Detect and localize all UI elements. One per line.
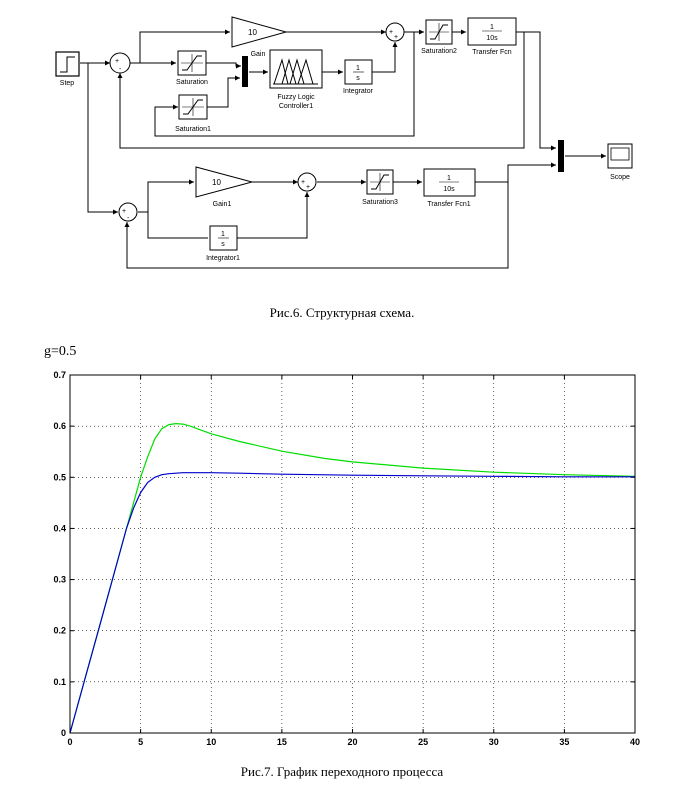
transfer-fcn1-label: Transfer Fcn1 <box>427 201 470 208</box>
x-tick-label: 25 <box>418 737 428 747</box>
y-tick-label: 0.2 <box>53 626 66 636</box>
saturation-label: Saturation <box>176 79 208 86</box>
plot-frame <box>69 374 636 734</box>
integrator-label: Integrator <box>343 88 374 95</box>
fuzzy-label-line1: Fuzzy Logic <box>277 94 315 101</box>
x-tick-label: 10 <box>206 737 216 747</box>
y-tick-label: 0 <box>61 728 66 738</box>
svg-text:-: - <box>119 66 122 73</box>
transfer-fcn1-block[interactable]: 1 10s <box>423 168 476 197</box>
y-tick-label: 0.1 <box>53 677 66 687</box>
gain1-label: Gain1 <box>213 201 232 208</box>
svg-text:s: s <box>356 75 360 82</box>
figure7-caption: Рис.7. График переходного процесса <box>240 764 444 779</box>
sum-block[interactable]: + - <box>109 52 131 74</box>
series-line-2 <box>69 472 635 734</box>
transfer-fcn-block[interactable]: 1 10s <box>467 17 517 46</box>
svg-text:+: + <box>122 208 126 215</box>
svg-text:10s: 10s <box>443 186 455 193</box>
fuzzy-label-line2: Controller1 <box>279 103 313 110</box>
mux2-block[interactable] <box>558 140 564 172</box>
y-tick-label: 0.6 <box>53 421 66 431</box>
x-tick-label: 5 <box>138 737 143 747</box>
scope-block[interactable] <box>607 143 633 169</box>
svg-text:1: 1 <box>221 231 225 238</box>
svg-text:1: 1 <box>447 175 451 182</box>
saturation-block[interactable] <box>177 50 207 76</box>
gain1-value: 10 <box>212 178 221 187</box>
x-tick-label: 0 <box>67 737 72 747</box>
fuzzy-logic-block[interactable] <box>269 49 323 89</box>
x-tick-label: 30 <box>489 737 499 747</box>
svg-text:+: + <box>394 34 398 41</box>
g-value-label: g=0.5 <box>44 344 77 359</box>
plot-area <box>70 375 635 733</box>
transient-chart: 0 5 10 15 20 25 30 35 40 0 0.1 0.2 0.3 0.4 0.5 0.6 0.7 <box>53 370 640 747</box>
svg-text:-: - <box>127 215 130 222</box>
gain-value: 10 <box>248 28 257 37</box>
saturation3-block[interactable] <box>366 169 394 195</box>
integrator1-block[interactable]: 1 s <box>209 225 238 251</box>
transfer-fcn-label: Transfer Fcn <box>472 49 512 56</box>
x-tick-label: 20 <box>347 737 357 747</box>
figure6-caption: Рис.6. Структурная схема. <box>269 305 415 320</box>
gain-label: Gain <box>251 51 266 58</box>
integrator1-label: Integrator1 <box>206 255 240 262</box>
y-tick-label: 0.7 <box>53 370 66 380</box>
svg-text:s: s <box>221 241 225 248</box>
gain1-block[interactable]: 10 <box>195 166 254 198</box>
x-tick-label: 35 <box>559 737 569 747</box>
svg-text:+: + <box>115 58 119 65</box>
y-tick-label: 0.3 <box>53 575 66 585</box>
sum2-block[interactable]: + + <box>385 22 405 42</box>
svg-text:+: + <box>389 29 393 36</box>
svg-text:+: + <box>306 184 310 191</box>
sum4-block[interactable]: + + <box>297 172 317 192</box>
saturation1-block[interactable] <box>178 94 208 120</box>
svg-text:+: + <box>301 179 305 186</box>
sum3-block[interactable]: + - <box>118 202 138 222</box>
saturation2-label: Saturation2 <box>421 48 457 55</box>
saturation1-label: Saturation1 <box>175 126 211 133</box>
mux-block[interactable] <box>242 56 248 87</box>
step-block[interactable] <box>55 51 80 77</box>
y-tick-label: 0.5 <box>53 472 66 482</box>
x-tick-label: 40 <box>630 737 640 747</box>
y-tick-label: 0.4 <box>53 523 66 533</box>
integrator-block[interactable]: 1 s <box>344 59 373 85</box>
svg-text:1: 1 <box>490 24 494 31</box>
gain-block[interactable]: 10 <box>231 16 288 48</box>
block-diagram: Step + - 10 Gain Saturation Saturation1 … <box>55 16 633 269</box>
svg-text:10s: 10s <box>486 35 498 42</box>
x-tick-label: 15 <box>277 737 287 747</box>
step-label: Step <box>60 80 75 87</box>
saturation3-label: Saturation3 <box>362 199 398 206</box>
svg-text:1: 1 <box>356 65 360 72</box>
saturation2-block[interactable] <box>425 19 453 45</box>
scope-label: Scope <box>610 174 630 181</box>
